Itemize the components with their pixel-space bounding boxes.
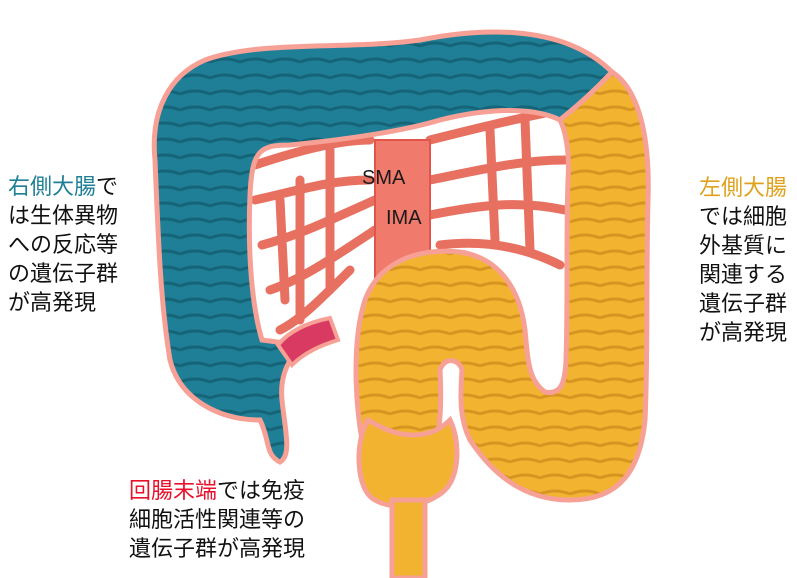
left-colon-line-2: では細胞 <box>699 203 787 232</box>
right-colon-line-4: の遺伝子群 <box>8 260 118 289</box>
right-colon-highlight: 右側大腸 <box>8 175 96 200</box>
right-colon-line-1: 右側大腸で <box>8 173 118 202</box>
left-colon-annotation: 左側大腸 では細胞 外基質に 関連する 遺伝子群 が高発現 <box>699 174 787 348</box>
right-colon-line-3: への反応等 <box>8 231 118 260</box>
anal-canal <box>392 500 425 578</box>
left-colon-highlight: 左側大腸 <box>699 174 787 203</box>
rectum <box>359 420 457 506</box>
left-colon-line-4: 関連する <box>699 261 787 290</box>
right-colon-line-5: が高発現 <box>8 289 118 318</box>
terminal-ileum-line-1: 回腸末端では免疫 <box>129 477 305 506</box>
left-colon-line-6: が高発現 <box>699 319 787 348</box>
right-colon-line-2: は生体異物 <box>8 202 118 231</box>
right-colon-annotation: 右側大腸で は生体異物 への反応等 の遺伝子群 が高発現 <box>8 173 118 318</box>
terminal-ileum-annotation: 回腸末端では免疫 細胞活性関連等の 遺伝子群が高発現 <box>129 477 305 564</box>
terminal-ileum-line-2: 細胞活性関連等の <box>129 506 305 535</box>
left-colon-line-5: 遺伝子群 <box>699 290 787 319</box>
ima-label: IMA <box>386 207 422 230</box>
sma-label: SMA <box>362 167 405 190</box>
terminal-ileum-highlight: 回腸末端 <box>129 479 217 504</box>
left-colon-line-3: 外基質に <box>699 232 787 261</box>
terminal-ileum-line-3: 遺伝子群が高発現 <box>129 535 305 564</box>
